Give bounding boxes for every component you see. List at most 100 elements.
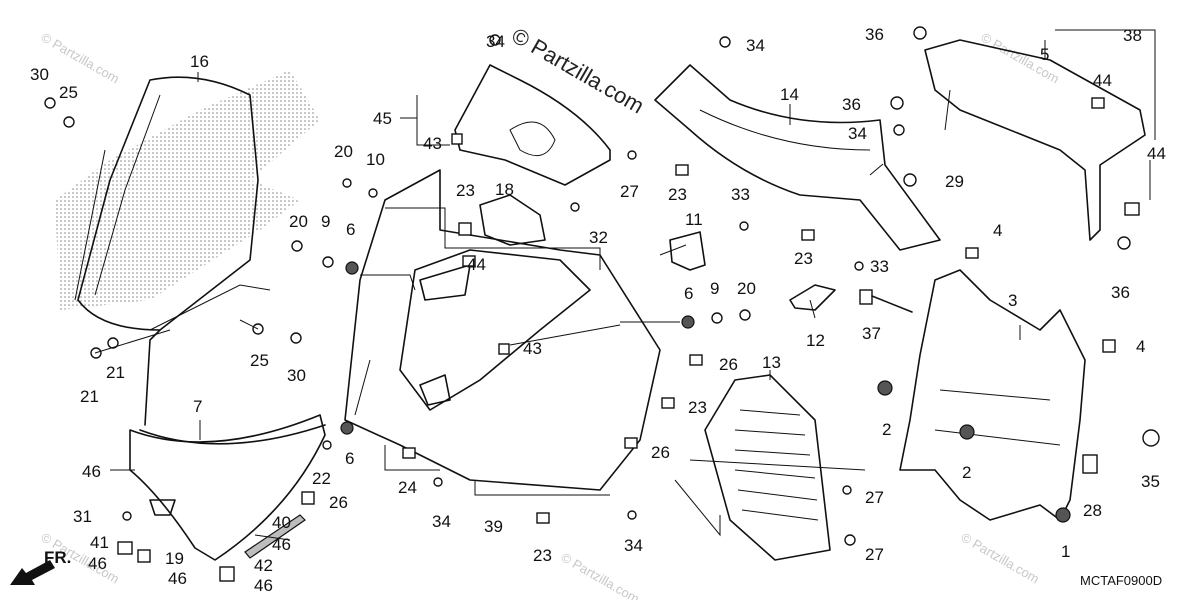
callout-label: 6 [346, 220, 355, 239]
callout-label: 20 [334, 142, 353, 161]
callout-labels: 1 2 2 3 4 4 5 6 6 6 7 9 9 10 11 12 13 14… [30, 25, 1166, 595]
duct-part [704, 374, 831, 561]
callout-label: 23 [794, 249, 813, 268]
callout-label: 44 [1147, 144, 1166, 163]
callout-label: 45 [373, 109, 392, 128]
callout-label: 7 [193, 397, 202, 416]
callout-label: 22 [312, 469, 331, 488]
callout-label: 37 [862, 324, 881, 343]
front-direction-indicator: FR. [10, 548, 71, 585]
clip-part [479, 194, 546, 246]
callout-label: 29 [945, 172, 964, 191]
callout-label: 14 [780, 85, 799, 104]
callout-label: 46 [168, 569, 187, 588]
callout-label: 46 [254, 576, 273, 595]
callout-label: 32 [589, 228, 608, 247]
callout-label: 9 [321, 212, 330, 231]
callout-label: 31 [73, 507, 92, 526]
callout-label: 9 [710, 279, 719, 298]
callout-label: 33 [731, 185, 750, 204]
callout-label: 2 [882, 420, 891, 439]
bracket-part [924, 39, 1146, 241]
callout-label: 26 [719, 355, 738, 374]
callout-label: 34 [432, 512, 451, 531]
callout-label: 42 [254, 556, 273, 575]
callout-label: 19 [165, 549, 184, 568]
callout-label: 6 [345, 449, 354, 468]
callout-label: 23 [668, 185, 687, 204]
callout-label: 10 [366, 150, 385, 169]
callout-label: 43 [523, 339, 542, 358]
callout-label: 20 [289, 212, 308, 231]
callout-label: 38 [1123, 26, 1142, 45]
leader-lines [74, 29, 1156, 541]
callout-label: 1 [1061, 542, 1070, 561]
watermark-text: © Partzilla.com [39, 30, 122, 87]
callout-label: 13 [762, 353, 781, 372]
callout-label: 34 [624, 536, 643, 555]
callout-label: 34 [486, 32, 505, 51]
callout-label: 43 [423, 134, 442, 153]
watermark-text: © Partzilla.com [559, 550, 642, 600]
callout-label: 44 [467, 255, 486, 274]
upper-cowl-part [344, 169, 661, 491]
callout-label: 35 [1141, 472, 1160, 491]
callout-label: 46 [272, 535, 291, 554]
callout-label: 21 [80, 387, 99, 406]
diagram-code: MCTAF0900D [1080, 573, 1162, 588]
callout-label: 34 [848, 124, 867, 143]
callout-label: 25 [250, 351, 269, 370]
arrow-down-left-icon [10, 560, 55, 585]
hardware-parts [44, 26, 1160, 582]
callout-label: 27 [865, 545, 884, 564]
callout-label: 16 [190, 52, 209, 71]
callout-label: 23 [533, 546, 552, 565]
callout-label: 2 [962, 463, 971, 482]
callout-label: 30 [30, 65, 49, 84]
callout-label: 23 [688, 398, 707, 417]
callout-label: 24 [398, 478, 417, 497]
callout-label: 23 [456, 181, 475, 200]
callout-label: 39 [484, 517, 503, 536]
callout-label: 46 [82, 462, 101, 481]
callout-label: 26 [651, 443, 670, 462]
windscreen-part [55, 70, 320, 331]
watermark: © Partzilla.com [508, 23, 649, 119]
watermark-text: © Partzilla.com [959, 530, 1042, 587]
callout-label: 34 [746, 36, 765, 55]
callout-label: 18 [495, 180, 514, 199]
callout-label: 46 [88, 554, 107, 573]
callout-label: 36 [1111, 283, 1130, 302]
callout-label: 30 [287, 366, 306, 385]
callout-label: 26 [329, 493, 348, 512]
callout-label: 25 [59, 83, 78, 102]
callout-label: 33 [870, 257, 889, 276]
callout-label: 3 [1008, 291, 1017, 310]
callout-label: 4 [993, 221, 1002, 240]
callout-label: 5 [1040, 45, 1049, 64]
inner-panel-part [654, 64, 941, 251]
lower-panel-part [129, 329, 326, 561]
callout-label: 36 [842, 95, 861, 114]
watermark-text: © Partzilla.com [508, 23, 649, 119]
clip-part [789, 284, 836, 311]
callout-label: 20 [737, 279, 756, 298]
callout-label: 4 [1136, 337, 1145, 356]
direction-arrow-label: FR. [44, 548, 71, 567]
callout-label: 41 [90, 533, 109, 552]
callout-label: 28 [1083, 501, 1102, 520]
callout-label: 27 [865, 488, 884, 507]
callout-label: 21 [106, 363, 125, 382]
top-bracket-part [454, 64, 611, 186]
callout-label: 40 [272, 513, 291, 532]
bolt-part [859, 289, 913, 313]
callout-label: 27 [620, 182, 639, 201]
frame-part [899, 269, 1086, 521]
callout-label: 36 [865, 25, 884, 44]
callout-label: 44 [1093, 71, 1112, 90]
callout-label: 11 [685, 210, 703, 229]
clip-part [669, 231, 706, 271]
callout-label: 6 [684, 284, 693, 303]
callout-label: 12 [806, 331, 825, 350]
